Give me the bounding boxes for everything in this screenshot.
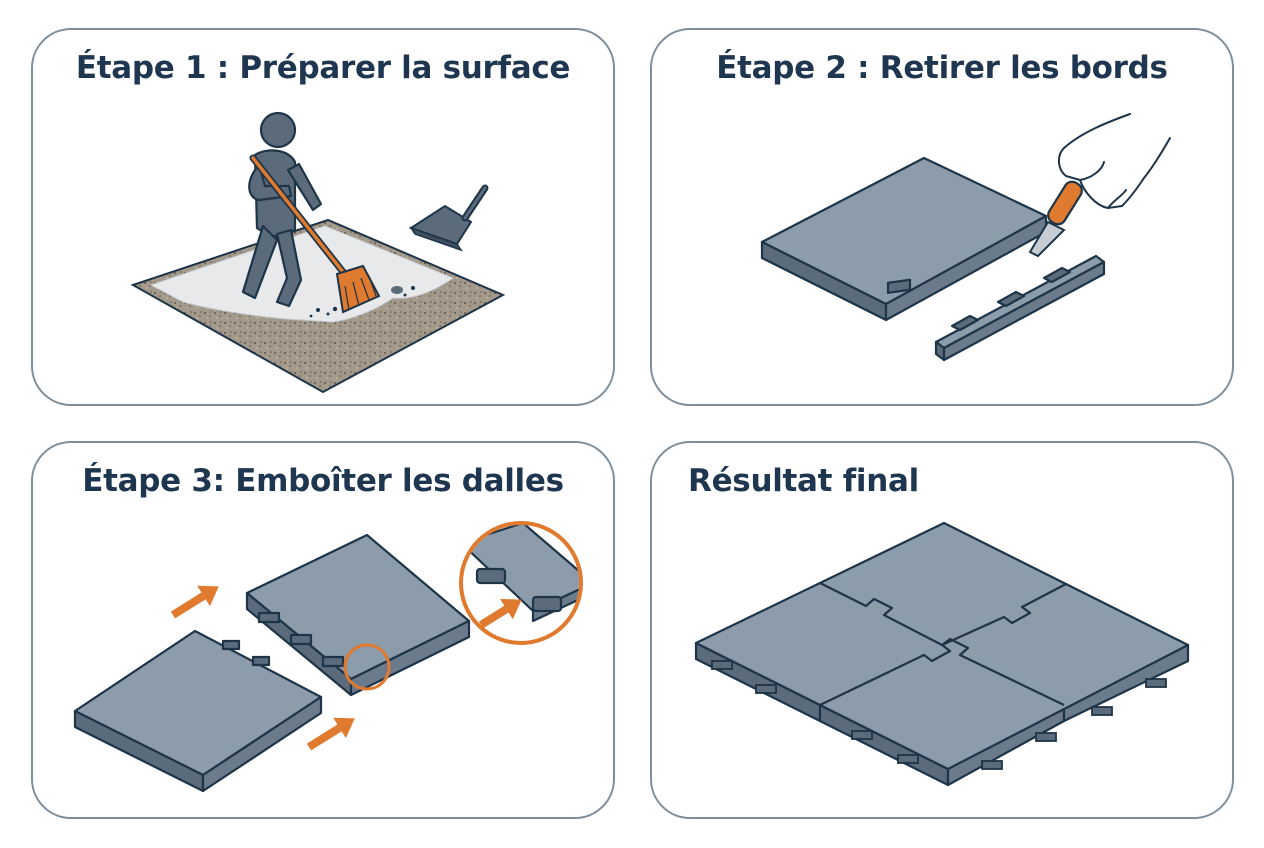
step-2-title: Étape 2 : Retirer les bords: [716, 50, 1168, 86]
step-2-illustration: [760, 113, 1171, 362]
clean-area: [149, 225, 455, 323]
tile-back: [245, 533, 471, 697]
dust-particles: [309, 286, 415, 318]
magnifier-icon: [459, 521, 583, 645]
dustpan-icon: [408, 184, 489, 252]
edge-strip: [934, 254, 1106, 362]
tile: [760, 156, 1048, 322]
hand-icon: [1058, 113, 1171, 209]
detail-highlight: [343, 643, 391, 691]
broom-icon: [249, 154, 381, 314]
step-1-illustration: [130, 111, 506, 394]
step-2-panel: Étape 2 : Retirer les bords: [650, 28, 1234, 406]
step-1-panel: Étape 1 : Préparer la surface: [31, 28, 615, 406]
step-3-panel: Étape 3: Emboîter les dalles: [31, 441, 615, 819]
step-1-title: Étape 1 : Préparer la surface: [75, 50, 571, 86]
final-result-illustration: [694, 521, 1190, 787]
step-3-title: Étape 3: Emboîter les dalles: [82, 463, 564, 499]
assembled-floor: [694, 521, 1190, 787]
scraper-icon: [1028, 180, 1083, 258]
step-3-illustration: [73, 521, 583, 793]
arrow-icon: [170, 585, 522, 751]
tile-front: [73, 629, 323, 793]
final-result-panel: Résultat final: [650, 441, 1234, 819]
underside-clips: [711, 660, 1167, 770]
final-result-title: Résultat final: [688, 463, 919, 499]
